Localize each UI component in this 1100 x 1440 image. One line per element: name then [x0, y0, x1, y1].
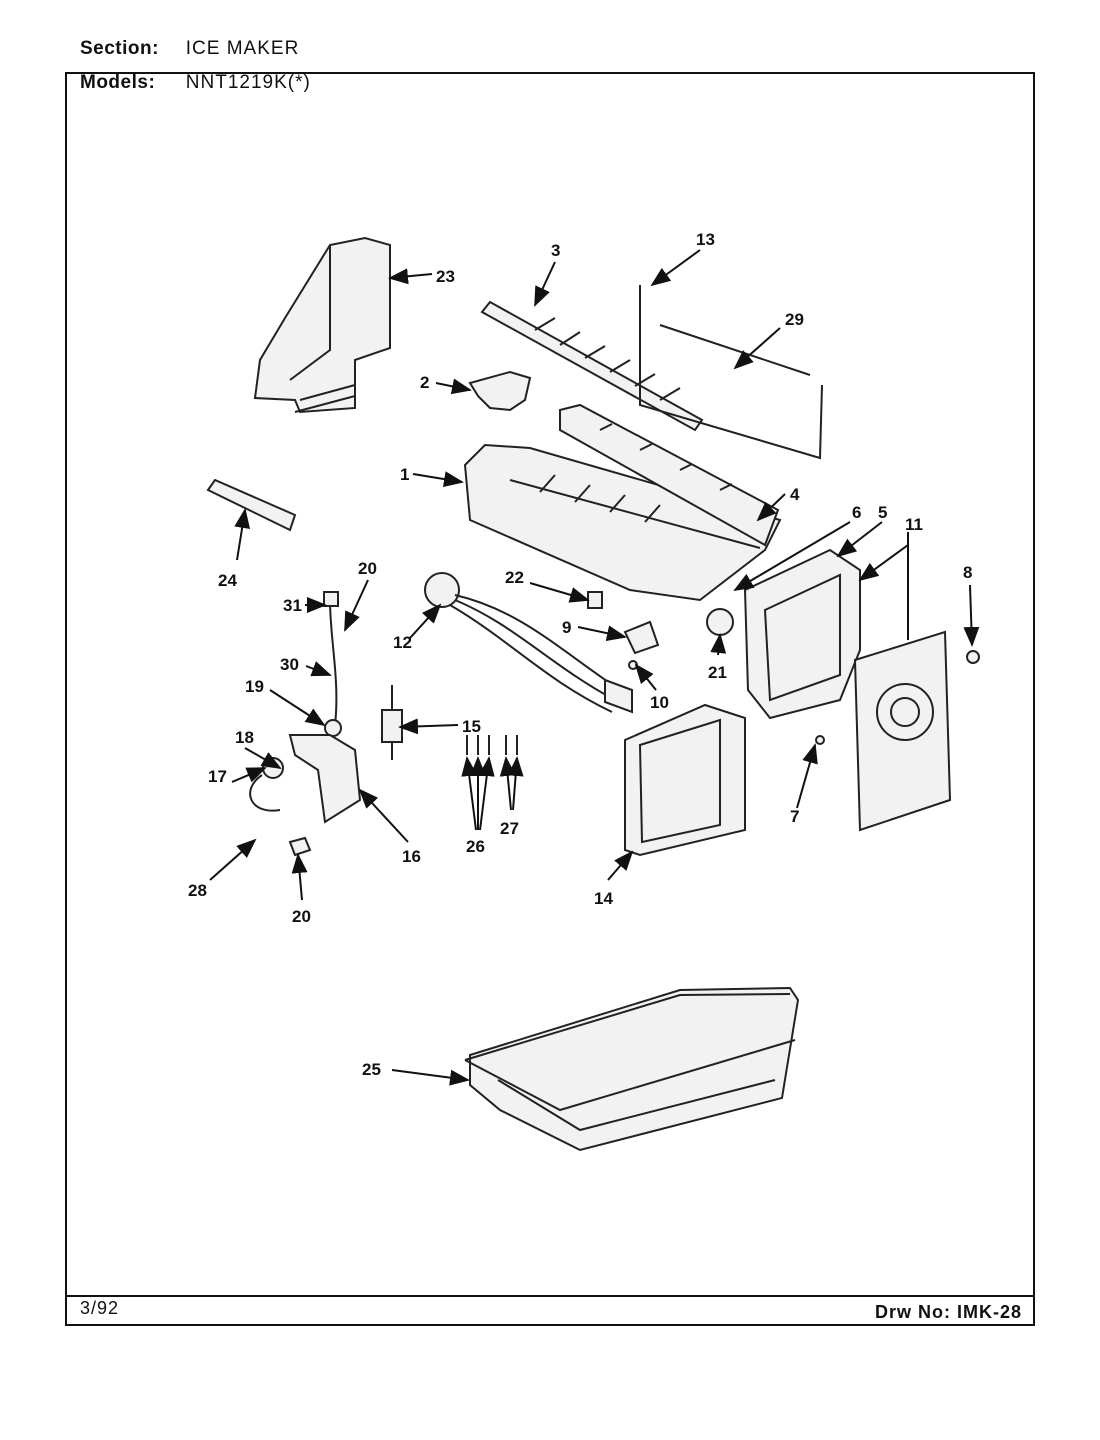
part-23-cover	[253, 236, 391, 414]
footer-divider	[65, 1295, 1033, 1297]
callout-15: 15	[462, 717, 481, 736]
callout-7: 7	[790, 807, 799, 826]
callout-20a: 20	[358, 559, 377, 578]
callout-18: 18	[235, 728, 254, 747]
callout-22: 22	[505, 568, 524, 587]
callout-labels: 1 2 3 4 5 6 7 8 9 10 11 12 13 14 15 16 1…	[188, 230, 972, 1079]
callout-25: 25	[362, 1060, 381, 1079]
revision-date: 3/92	[80, 1298, 120, 1318]
section-value: ICE MAKER	[185, 38, 300, 59]
part-15-coupling	[381, 685, 403, 760]
callout-17: 17	[208, 767, 227, 786]
callout-29: 29	[785, 310, 804, 329]
callout-4: 4	[790, 485, 800, 504]
part-1-mold	[463, 443, 782, 602]
models-value: NNT1219K(*)	[185, 72, 311, 93]
callout-24: 24	[218, 571, 237, 590]
callout-10: 10	[650, 693, 669, 712]
callout-2: 2	[420, 373, 429, 392]
part-11-motor	[853, 630, 952, 832]
part-13-shield	[639, 285, 823, 460]
callout-5: 5	[878, 503, 887, 522]
leader-lines	[209, 249, 980, 1086]
callout-26: 26	[466, 837, 485, 856]
callout-19: 19	[245, 677, 264, 696]
part-5-housing	[743, 548, 861, 720]
part-16-valve	[249, 734, 362, 857]
part-25-ice-bin	[464, 986, 800, 1152]
callout-13: 13	[696, 230, 715, 249]
part-4-stripper	[559, 403, 780, 547]
callout-1: 1	[400, 465, 409, 484]
part-3-ejector	[480, 300, 704, 432]
section-label: Section:	[80, 38, 159, 59]
callout-30: 30	[280, 655, 299, 674]
models-label: Models:	[80, 72, 156, 93]
section-header: Section: ICE MAKER	[80, 38, 299, 60]
callout-14: 14	[594, 889, 613, 908]
drawing-frame	[65, 72, 1035, 1326]
drawing-label: Drw No:	[874, 1302, 951, 1322]
callout-20b: 20	[292, 907, 311, 926]
part-12-harness	[424, 572, 633, 714]
callout-11: 11	[905, 515, 923, 534]
part-24-tube	[206, 478, 297, 532]
callout-9: 9	[562, 618, 571, 637]
part-30-water-tube	[323, 591, 342, 737]
small-parts	[587, 591, 980, 745]
callout-28: 28	[188, 881, 207, 900]
models-header: Models: NNT1219K(*)	[80, 72, 311, 94]
callout-27: 27	[500, 819, 519, 838]
callout-8: 8	[963, 563, 972, 582]
drawing-value: IMK-28	[956, 1302, 1022, 1322]
parts-26-27-screws	[466, 735, 518, 755]
callout-16: 16	[402, 847, 421, 866]
callout-6: 6	[852, 503, 861, 522]
part-14-front-cover	[624, 703, 746, 857]
callout-31: 31	[283, 596, 302, 615]
drawing-number: Drw No: IMK-28	[875, 1302, 1022, 1323]
part-2-bracket	[468, 370, 532, 412]
callout-12: 12	[393, 633, 412, 652]
callout-23: 23	[436, 267, 455, 286]
callout-21: 21	[708, 663, 727, 682]
callout-3: 3	[551, 241, 560, 260]
